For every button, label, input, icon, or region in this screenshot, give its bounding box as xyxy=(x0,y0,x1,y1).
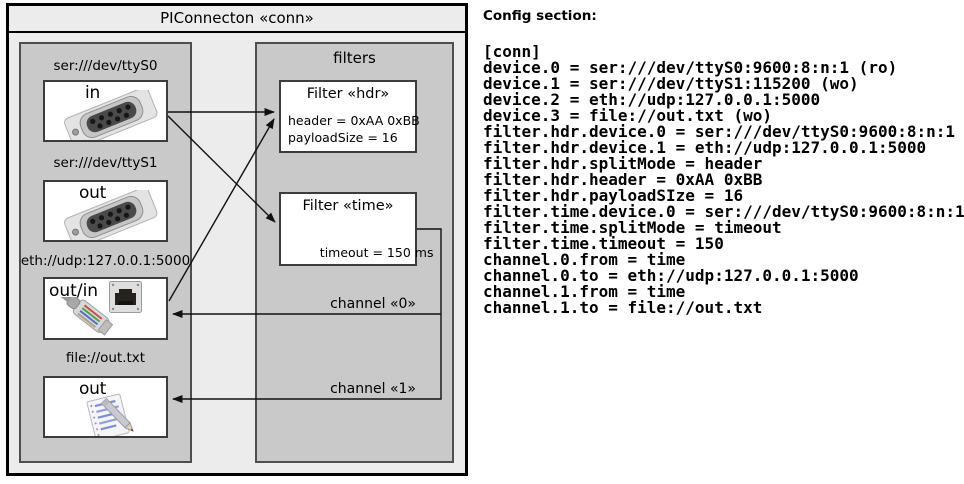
ethernet-jack-icon xyxy=(109,281,142,313)
filter-properties: header = 0xAA 0xBB payloadSize = 16 xyxy=(288,112,420,146)
ethernet-plug-icon xyxy=(60,297,114,336)
device-uri-label: ser:///dev/ttyS1 xyxy=(53,155,158,171)
filter-title: Filter «hdr» xyxy=(306,86,390,102)
device-uri-label: eth://udp:127.0.0.1:5000 xyxy=(20,253,191,269)
diagram-title: PIConnecton «conn» xyxy=(9,6,465,33)
config-heading: Config section: xyxy=(483,8,597,24)
device-uri-label: ser:///dev/ttyS0 xyxy=(53,58,158,74)
filter-property: header = 0xAA 0xBB xyxy=(288,113,420,128)
device-direction-label: out xyxy=(79,183,106,203)
device-direction-label: in xyxy=(85,83,100,103)
filters-container: filters Filter «hdr» header = 0xAA 0xBB p… xyxy=(255,42,454,463)
filter-box-hdr: Filter «hdr» header = 0xAA 0xBB payloadSi… xyxy=(279,80,420,153)
serial-connector-icon xyxy=(64,90,158,140)
channel-1-label: channel «1» xyxy=(330,381,416,397)
device-box-ttys0: in xyxy=(43,80,168,142)
filter-box-time: Filter «time» timeout = 150 ms xyxy=(279,192,433,266)
device-direction-label: out/in xyxy=(49,281,99,301)
connection-diagram: PIConnecton «conn» ser:///dev/ttyS0 in xyxy=(6,3,468,476)
filter-properties: timeout = 150 ms xyxy=(288,227,434,261)
device-box-file: out xyxy=(43,376,168,438)
channel-0-label: channel «0» xyxy=(330,296,416,312)
filter-title: Filter «time» xyxy=(302,198,394,214)
device-box-ttys1: out xyxy=(43,180,168,242)
device-uri-label: file://out.txt xyxy=(65,350,146,366)
device-box-eth: out/in xyxy=(43,277,168,340)
device-direction-label: out xyxy=(79,379,106,399)
config-section: Config section: [conn] device.0 = ser://… xyxy=(483,0,964,484)
serial-connector-icon xyxy=(64,190,158,240)
notepad-icon xyxy=(86,393,134,436)
filters-title: filters xyxy=(333,49,376,67)
filter-property: timeout = 150 ms xyxy=(319,245,434,260)
config-body: [conn] device.0 = ser:///dev/ttyS0:9600:… xyxy=(483,42,964,317)
filter-property: payloadSize = 16 xyxy=(288,130,398,145)
devices-container: ser:///dev/ttyS0 in ser:///dev/ttyS1 xyxy=(19,42,192,463)
